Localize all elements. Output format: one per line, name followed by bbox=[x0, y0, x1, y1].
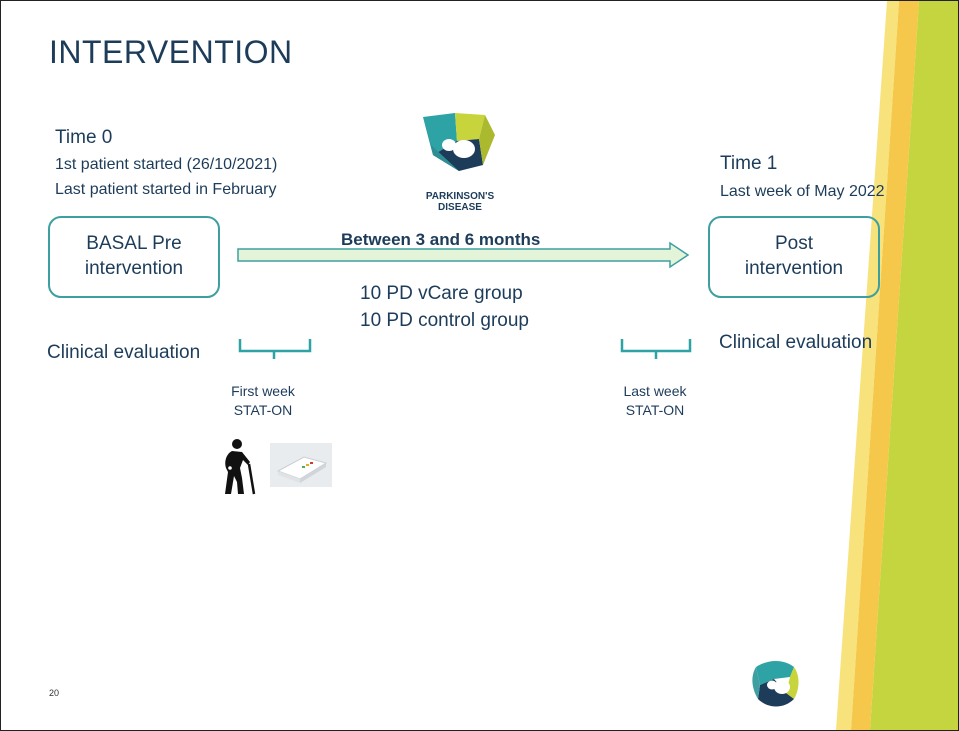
time0-line2: Last patient started in February bbox=[55, 181, 277, 198]
time0-line1: 1st patient started (26/10/2021) bbox=[55, 156, 278, 173]
group-vcare: 10 PD vCare group bbox=[360, 283, 523, 304]
last-week-label: Last week STAT-ON bbox=[607, 382, 703, 420]
logo-text-line1: PARKINSON'S bbox=[425, 191, 495, 202]
brace-first-week bbox=[238, 339, 312, 359]
clinical-evaluation-left: Clinical evaluation bbox=[47, 342, 201, 363]
first-week-line2: STAT-ON bbox=[233, 401, 293, 418]
bottom-logo-icon bbox=[752, 661, 799, 707]
stat-on-device-image bbox=[270, 443, 332, 487]
slide-number: 20 bbox=[49, 688, 60, 698]
post-intervention-label: Post intervention bbox=[744, 233, 844, 279]
slide-title: INTERVENTION bbox=[49, 34, 293, 70]
post-intervention-box: Post intervention bbox=[708, 216, 880, 298]
group-control: 10 PD control group bbox=[360, 310, 529, 331]
duration-label: Between 3 and 6 months bbox=[341, 230, 541, 249]
time0-heading: Time 0 bbox=[55, 127, 113, 148]
logo-text: PARKINSON'S DISEASE bbox=[415, 191, 505, 213]
time1-line1: Last week of May 2022 bbox=[720, 183, 885, 200]
first-week-line1: First week bbox=[231, 383, 295, 399]
patient-with-cane-icon bbox=[225, 439, 256, 495]
logo-text-line2: DISEASE bbox=[438, 202, 482, 213]
brace-last-week bbox=[620, 339, 692, 359]
parkinsons-disease-logo-icon bbox=[423, 113, 495, 171]
first-week-label: First week STAT-ON bbox=[215, 382, 311, 420]
last-week-line1: Last week bbox=[623, 383, 687, 399]
time1-heading: Time 1 bbox=[720, 153, 778, 174]
timeline-arrow bbox=[237, 241, 690, 269]
basal-pre-intervention-box: BASAL Pre intervention bbox=[48, 216, 220, 298]
stat-on-device-icon bbox=[270, 443, 332, 487]
last-week-line2: STAT-ON bbox=[625, 401, 685, 418]
basal-pre-intervention-label: BASAL Pre intervention bbox=[84, 233, 184, 279]
clinical-evaluation-right: Clinical evaluation bbox=[719, 332, 873, 353]
